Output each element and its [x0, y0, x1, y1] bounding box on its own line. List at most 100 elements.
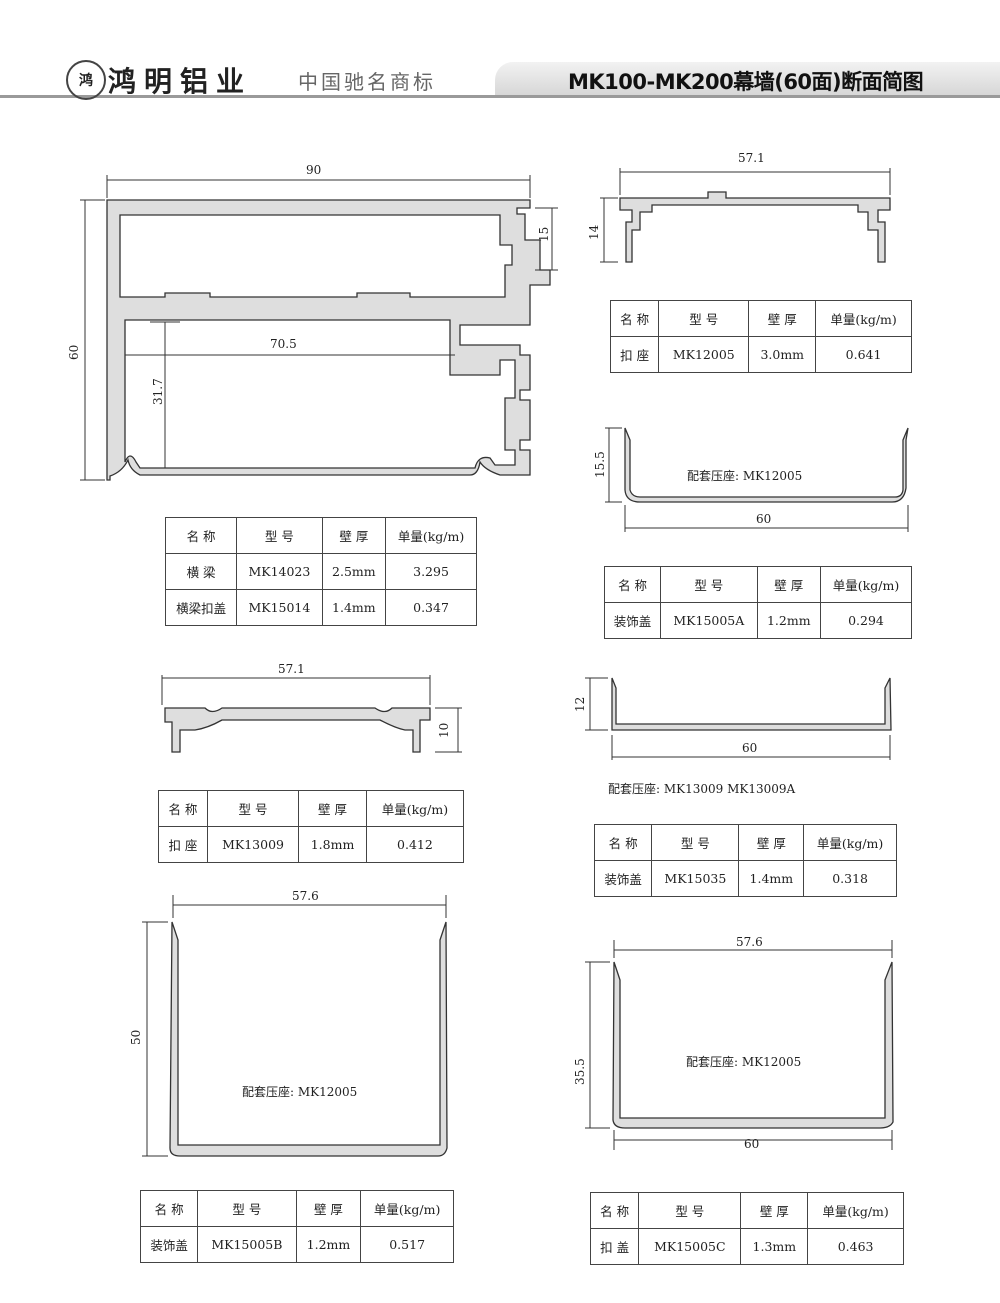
col-wall: 壁 厚 — [748, 300, 817, 337]
cell: 横 梁 — [164, 553, 238, 590]
col-name: 名 称 — [603, 566, 662, 603]
cell: 0.517 — [360, 1226, 454, 1263]
col-model: 型 号 — [658, 300, 750, 337]
cell: 0.463 — [807, 1228, 904, 1265]
col-wall: 壁 厚 — [738, 824, 805, 861]
col-wall: 壁 厚 — [295, 1190, 362, 1227]
cell: 扣 座 — [158, 826, 208, 863]
dim-width: 57.1 — [278, 662, 305, 676]
col-name: 名 称 — [609, 300, 660, 337]
cell: 1.4mm — [321, 589, 387, 626]
dim-width: 57.6 — [292, 889, 319, 903]
cell: 扣 座 — [609, 336, 660, 373]
dim-height: 12 — [573, 697, 587, 712]
cell: 1.2mm — [295, 1226, 362, 1263]
dim-height: 10 — [437, 723, 451, 738]
col-wall: 壁 厚 — [740, 1192, 809, 1229]
cell: 装饰盖 — [593, 860, 653, 897]
dim-height: 35.5 — [573, 1058, 587, 1085]
cell: 0.412 — [365, 826, 465, 863]
col-weight: 单量(kg/m) — [360, 1190, 454, 1227]
dim-bottom-width: 60 — [744, 1137, 759, 1151]
page-title: MK100-MK200幕墙(60面)断面简图 — [568, 70, 924, 94]
col-wall: 壁 厚 — [321, 517, 387, 554]
cell: MK15005A — [660, 602, 758, 639]
brand-logo: 鸿 — [66, 60, 106, 100]
cell: 0.641 — [815, 336, 912, 373]
cell: MK12005 — [658, 336, 750, 373]
col-name: 名 称 — [139, 1190, 199, 1227]
header-divider — [0, 95, 1000, 98]
cover-mk15005c: 57.6 35.5 60 配套压座: MK12005 — [573, 935, 894, 1151]
cell: 0.347 — [385, 589, 477, 626]
header-tab — [495, 62, 1000, 96]
col-weight: 单量(kg/m) — [815, 300, 912, 337]
col-name: 名 称 — [589, 1192, 640, 1229]
cell: MK15005C — [638, 1228, 742, 1265]
matching-note: 配套压座: MK12005 — [687, 468, 802, 483]
dim-height: 14 — [587, 224, 601, 240]
matching-note: 配套压座: MK12005 — [242, 1084, 357, 1099]
cell: MK15005B — [197, 1226, 297, 1263]
cell: 装饰盖 — [603, 602, 662, 639]
cell: MK13009 — [206, 826, 300, 863]
brand-name: 鸿明铝业 — [108, 65, 253, 98]
cell: 横梁扣盖 — [164, 589, 238, 626]
dim-width: 57.1 — [738, 151, 765, 165]
dim-height: 15.5 — [593, 451, 607, 478]
col-model: 型 号 — [651, 824, 740, 861]
cell: MK14023 — [236, 553, 323, 590]
col-model: 型 号 — [638, 1192, 742, 1229]
dim-width: 60 — [756, 512, 771, 526]
clip-base-mk13009: 57.1 10 — [161, 662, 462, 753]
cell: 0.318 — [803, 860, 897, 897]
cell: 装饰盖 — [139, 1226, 199, 1263]
cell: 扣 盖 — [589, 1228, 640, 1265]
col-weight: 单量(kg/m) — [365, 790, 465, 827]
cover-mk15035: 12 60 配套压座: MK13009 MK13009A — [573, 677, 892, 796]
matching-note: 配套压座: MK13009 MK13009A — [608, 781, 796, 796]
dim-inner-width: 70.5 — [270, 337, 297, 351]
col-name: 名 称 — [158, 790, 208, 827]
col-model: 型 号 — [236, 517, 323, 554]
dim-inner-height: 31.7 — [151, 378, 165, 405]
dim-height: 60 — [67, 345, 81, 360]
cell: 3.295 — [385, 553, 477, 590]
col-wall: 壁 厚 — [756, 566, 822, 603]
col-weight: 单量(kg/m) — [807, 1192, 904, 1229]
col-name: 名 称 — [164, 517, 238, 554]
cell: 1.4mm — [738, 860, 805, 897]
cell: 1.2mm — [756, 602, 822, 639]
col-weight: 单量(kg/m) — [803, 824, 897, 861]
cell: MK15014 — [236, 589, 323, 626]
dim-15: 15 — [537, 227, 551, 242]
transom-profile: 90 60 15 70.5 31.7 — [67, 163, 558, 481]
dim-height: 50 — [129, 1030, 143, 1045]
cover-mk15005b: 57.6 50 配套压座: MK12005 — [129, 889, 448, 1157]
cell: MK15035 — [651, 860, 740, 897]
slogan: 中国驰名商标 — [298, 70, 436, 94]
dim-width: 57.6 — [736, 935, 763, 949]
cell: 3.0mm — [748, 336, 817, 373]
cover-mk15005a: 15.5 60 配套压座: MK12005 — [593, 427, 909, 532]
cell: 1.3mm — [740, 1228, 809, 1265]
col-name: 名 称 — [593, 824, 653, 861]
matching-note: 配套压座: MK12005 — [686, 1054, 801, 1069]
clip-base-mk12005: 57.1 14 — [587, 151, 891, 263]
col-model: 型 号 — [660, 566, 758, 603]
